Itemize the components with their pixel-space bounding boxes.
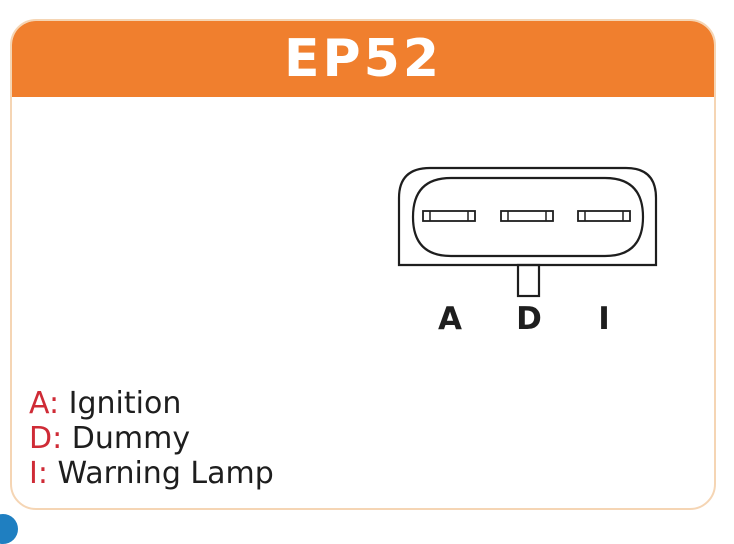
legend-text: Dummy: [71, 421, 191, 456]
legend-row-a: A: Ignition: [29, 386, 274, 421]
legend-key: I:: [29, 456, 48, 491]
locking-tab: [516, 263, 541, 298]
part-title: EP52: [284, 29, 442, 89]
header-banner: EP52: [12, 21, 714, 97]
legend-row-i: I: Warning Lamp: [29, 456, 274, 491]
connector-diagram: [397, 166, 658, 298]
terminal-d: [500, 210, 554, 222]
pin-label-i: I: [598, 301, 610, 337]
terminal-a: [422, 210, 476, 222]
pin-legend: A: Ignition D: Dummy I: Warning Lamp: [29, 386, 274, 491]
terminal-i: [577, 210, 631, 222]
connector-body: [411, 176, 645, 258]
pin-label-a: A: [438, 301, 462, 337]
legend-text: Warning Lamp: [57, 456, 274, 491]
legend-row-d: D: Dummy: [29, 421, 274, 456]
legend-key: D:: [29, 421, 63, 456]
pin-label-d: D: [516, 301, 542, 337]
legend-key: A:: [29, 386, 60, 421]
legend-text: Ignition: [68, 386, 182, 421]
connector-housing: [397, 166, 658, 267]
